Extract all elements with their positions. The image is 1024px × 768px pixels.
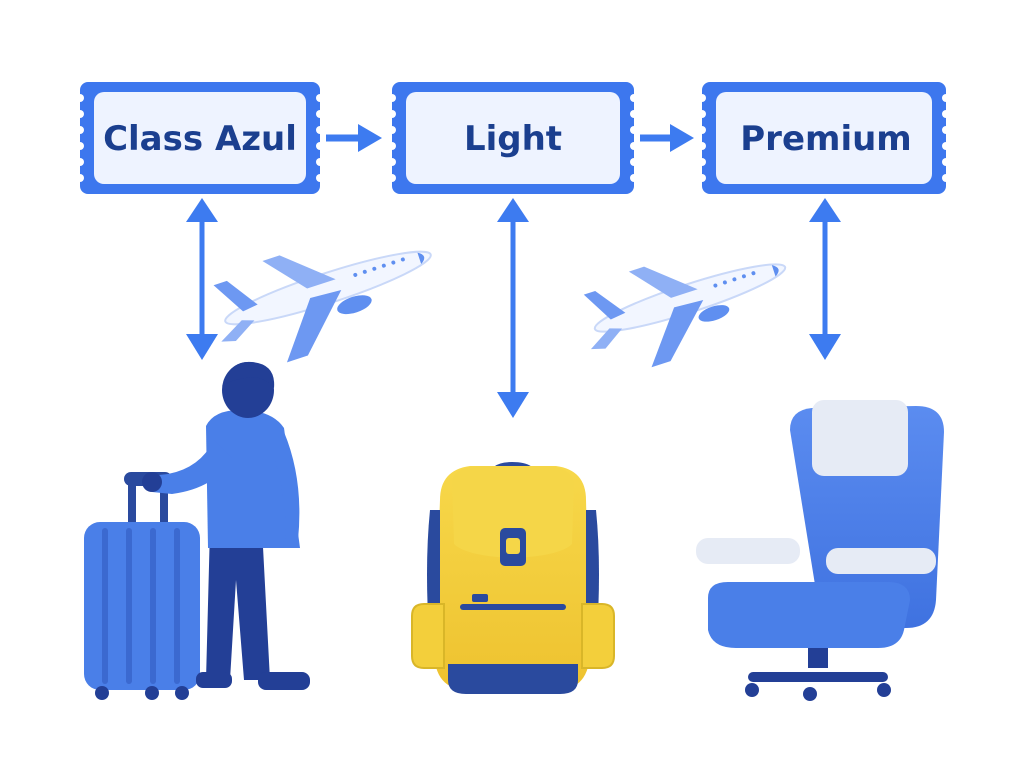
airplane-icon	[213, 250, 432, 363]
ticket-label-class-azul: Class Azul	[103, 119, 297, 159]
traveler-with-suitcase-icon	[84, 361, 310, 700]
backpack-icon	[411, 462, 615, 694]
arrow-premium-to-seat	[809, 198, 841, 360]
airplane-icon	[583, 263, 787, 368]
ticket-premium: Premium	[698, 82, 950, 194]
arrow-light-to-premium	[640, 124, 694, 152]
ticket-class-azul: Class Azul	[76, 82, 324, 194]
ticket-label-light: Light	[464, 119, 562, 159]
ticket-label-premium: Premium	[740, 119, 911, 159]
airline-seat-icon	[696, 400, 944, 701]
arrow-light-to-backpack	[497, 198, 529, 418]
arrow-class-azul-to-light	[326, 124, 382, 152]
ticket-light: Light	[388, 82, 638, 194]
arrow-class-azul-to-traveler	[186, 198, 218, 360]
